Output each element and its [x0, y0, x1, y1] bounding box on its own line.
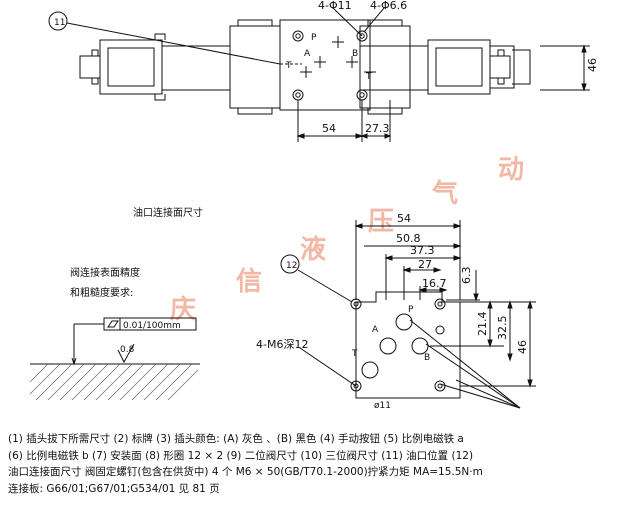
dim-46-top: 46 [586, 58, 599, 72]
hatch-surface [29, 363, 199, 401]
technical-drawing: 庆 信 液 压 气 动 [29, 0, 599, 411]
watermark-char: 气 [431, 178, 458, 209]
dim-54-if: 54 [397, 212, 411, 225]
bolt-spec: 4-M6深12 [256, 338, 308, 351]
watermark: 庆 信 液 压 气 动 [170, 155, 524, 325]
dim-37-3: 37.3 [410, 244, 435, 257]
callout-12: 12 [286, 261, 297, 271]
mount-title: 油口连接面尺寸 [133, 206, 203, 219]
dim-32-5: 32.5 [496, 316, 509, 341]
dim-6-3: 6.3 [460, 267, 473, 285]
watermark-char: 庆 [170, 294, 196, 325]
if-port-t: T [351, 349, 358, 359]
finish-title-1: 阀连接表面精度 [70, 266, 140, 279]
port-p-label: P [311, 33, 317, 43]
dim-50-8: 50.8 [396, 232, 421, 245]
port-a-label: A [304, 49, 311, 59]
watermark-char: 动 [498, 155, 524, 185]
port-t-left-label: T [285, 61, 292, 71]
note-line-3: 油口连接面尺寸 阀固定螺钉(包含在供货中) 4 个 M6 × 50(GB/T70… [8, 466, 483, 478]
watermark-char: 压 [368, 207, 394, 237]
finish-section: 油口连接面尺寸 阀连接表面精度 和粗糙度要求: 0.01/100mm 0.8 [29, 206, 203, 401]
top-view-labels: 11 4-Φ11 4-Φ6.6 P A B T T 54 27.3 46 [54, 0, 599, 135]
watermark-char: 液 [300, 235, 326, 265]
note-line-4: 连接板: G66/01;G67/01;G534/01 见 81 页 [8, 482, 220, 495]
dim-27: 27 [418, 258, 432, 271]
notes-block: (1) 插头拔下所需尺寸 (2) 标牌 (3) 插头颜色: (A) 灰色 、(B… [8, 431, 634, 497]
interface-labels: 12 4-M6深12 54 50.8 37.3 27 16.7 6.3 21.4… [256, 212, 529, 411]
callout-11: 11 [54, 18, 65, 28]
watermark-char: 信 [236, 267, 262, 297]
finish-title-2: 和粗糙度要求: [70, 286, 133, 299]
note-line-2: (6) 比例电磁铁 b (7) 安装面 (8) 形圈 12 × 2 (9) 二位… [8, 449, 474, 462]
hole-large-label: 4-Φ11 [318, 0, 352, 12]
interface-view [280, 220, 536, 409]
dim-21-4: 21.4 [476, 312, 489, 337]
roughness-value: 0.8 [120, 345, 135, 355]
if-port-a: A [372, 325, 379, 335]
note-line-1: (1) 插头拔下所需尺寸 (2) 标牌 (3) 插头颜色: (A) 灰色 、(B… [8, 433, 464, 445]
dim-16-7: 16.7 [422, 277, 447, 290]
hole-small-label: 4-Φ6.6 [370, 0, 407, 12]
port-b-label: B [352, 49, 358, 59]
dim-46-if: 46 [516, 340, 529, 354]
flatness-value: 0.01/100mm [123, 321, 181, 331]
if-port-p: P [408, 305, 414, 315]
valve-top-view [48, 7, 590, 142]
port-t-lower-label: T [365, 72, 372, 82]
dia-11: ø11 [374, 401, 391, 411]
if-port-b: B [424, 353, 430, 363]
dim-27-3-top: 27.3 [365, 122, 390, 135]
dim-54-top: 54 [322, 122, 336, 135]
